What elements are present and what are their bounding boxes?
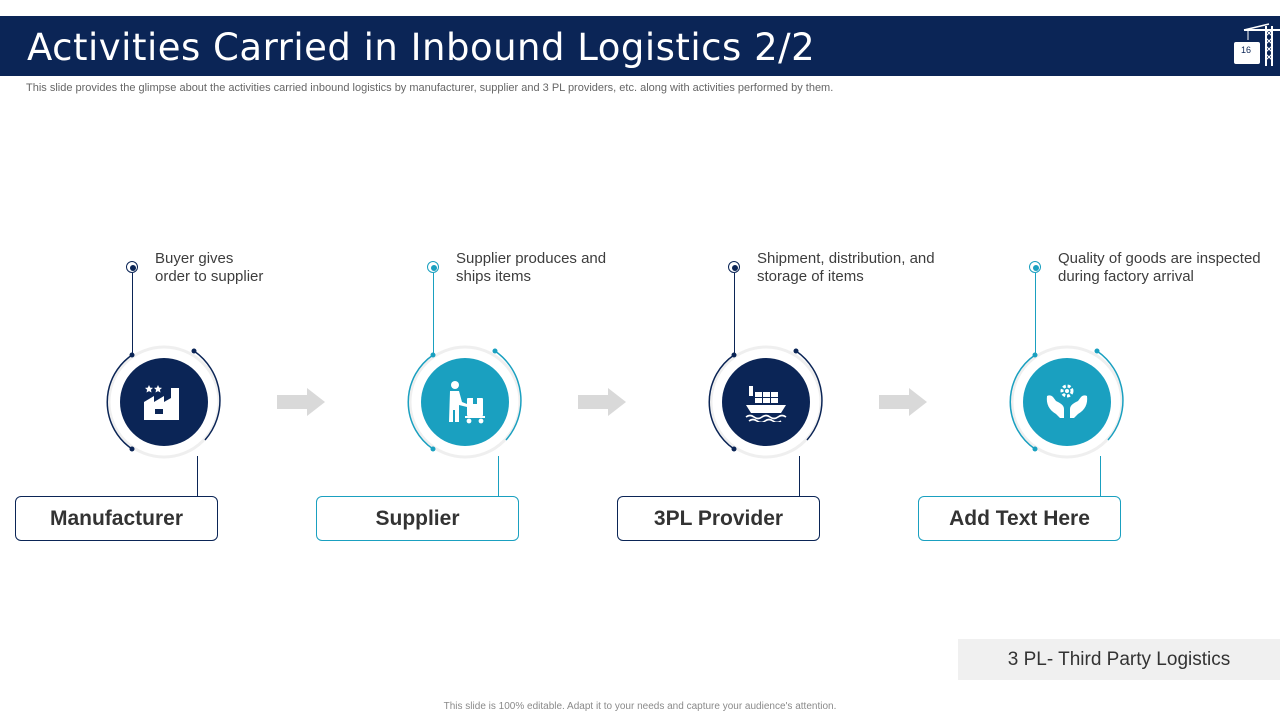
page-number: 16 <box>1240 45 1251 55</box>
step-ring <box>1009 345 1124 459</box>
step-connector-line <box>433 273 434 353</box>
label-connector-line <box>799 456 800 496</box>
page-title: Activities Carried in Inbound Logistics … <box>27 26 816 69</box>
flow-arrow-icon <box>578 388 626 416</box>
step-marker-dot <box>427 261 439 273</box>
step-icon-circle <box>421 358 509 446</box>
footer-note: This slide is 100% editable. Adapt it to… <box>443 701 837 712</box>
step-icon-circle <box>120 358 208 446</box>
step-icon-circle <box>1023 358 1111 446</box>
legend-box: 3 PL- Third Party Logistics <box>958 639 1280 680</box>
step-description: Supplier produces and ships items <box>456 250 607 285</box>
step-ring <box>106 345 221 459</box>
step-marker-dot <box>126 261 138 273</box>
step-label-box: Manufacturer <box>15 496 218 541</box>
header-bar <box>0 16 1280 76</box>
flow-arrow-icon <box>879 388 927 416</box>
delivery-person-icon <box>442 380 488 424</box>
step-connector-line <box>734 273 735 353</box>
step-connector-line <box>1035 273 1036 353</box>
step-label-box: 3PL Provider <box>617 496 820 541</box>
hands-gear-icon <box>1043 382 1091 422</box>
step-marker-dot <box>728 261 740 273</box>
step-connector-line <box>132 273 133 353</box>
step-description: Shipment, distribution, and storage of i… <box>757 250 935 285</box>
step-marker-dot <box>1029 261 1041 273</box>
slide-subtitle: This slide provides the glimpse about th… <box>26 82 834 94</box>
step-description: Buyer gives order to supplier <box>155 250 264 285</box>
step-ring <box>407 345 522 459</box>
crane-icon <box>1234 23 1280 66</box>
step-label-box: Supplier <box>316 496 519 541</box>
step-ring <box>708 345 823 459</box>
factory-icon <box>141 382 187 422</box>
step-description: Quality of goods are inspected during fa… <box>1058 250 1261 285</box>
cargo-ship-icon <box>743 382 789 422</box>
step-icon-circle <box>722 358 810 446</box>
label-connector-line <box>197 456 198 496</box>
flow-arrow-icon <box>277 388 325 416</box>
label-connector-line <box>1100 456 1101 496</box>
step-label-box: Add Text Here <box>918 496 1121 541</box>
label-connector-line <box>498 456 499 496</box>
